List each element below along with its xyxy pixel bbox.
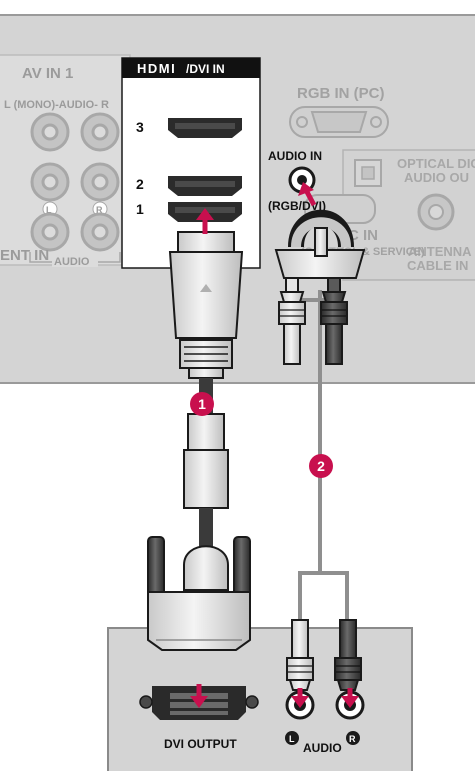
- audio-left-insert-arrow: [291, 688, 309, 708]
- hdmi-port-2: [168, 176, 242, 196]
- antenna-label-2: CABLE IN: [407, 258, 468, 273]
- pc-audio-plug-red: [334, 619, 362, 691]
- rgb-in-group: RGB IN (PC): [289, 85, 389, 138]
- step-marker-1: 1: [190, 392, 214, 416]
- rs232-label-1: C IN: [348, 227, 378, 244]
- step-2-number: 2: [317, 458, 325, 474]
- antenna-jack: [417, 193, 455, 231]
- pc-audio-left-badge: L: [285, 731, 299, 745]
- audio-right-insert-arrow: [341, 688, 359, 708]
- insertion-arrows: [190, 182, 359, 708]
- right-badge-letter: R: [349, 734, 356, 744]
- av-jack: [80, 162, 120, 202]
- optical-label-2: AUDIO OU: [404, 170, 469, 185]
- component-in-label: ENT IN: [0, 247, 49, 264]
- audio-group-label: AUDIO: [54, 256, 90, 268]
- hdmi-insert-arrow: [196, 208, 214, 234]
- dvi-plug: [147, 536, 251, 651]
- av-jack: [30, 212, 70, 252]
- audio-l-badge: L: [46, 205, 52, 215]
- optical-label-1: OPTICAL DIG: [397, 156, 475, 171]
- pc-audio-label: AUDIO: [303, 741, 342, 755]
- hdmi-port-label-2: 2: [136, 176, 144, 192]
- dvi-output-insert-arrow: [190, 684, 208, 708]
- rgb-in-label: RGB IN (PC): [297, 85, 385, 102]
- av-in-label: AV IN 1: [22, 65, 73, 82]
- av-in-1-group: AV IN 1 L (MONO)-AUDIO- R L R: [0, 65, 121, 268]
- audio-in-title: AUDIO IN: [268, 149, 322, 163]
- antenna-label-1: ANTENNA: [408, 244, 472, 259]
- pc-audio-plug-white: [286, 619, 314, 691]
- hdmi-dvi-cable: [168, 231, 244, 548]
- av-jack: [80, 112, 120, 152]
- audio-y-cable: [274, 209, 366, 622]
- left-badge-letter: L: [289, 734, 295, 744]
- mono-audio-label: L (MONO)-AUDIO- R: [4, 99, 109, 111]
- pc-audio-right-badge: R: [346, 731, 360, 745]
- av-jack: [30, 112, 70, 152]
- step-marker-2: 2: [309, 454, 333, 478]
- audio-r-badge: R: [96, 205, 103, 215]
- av-jack: [80, 212, 120, 252]
- hdmi-port-label-1: 1: [136, 201, 144, 217]
- hdmi-suffix: /DVI IN: [186, 62, 225, 76]
- av-jack: [30, 162, 70, 202]
- audio-in-insert-arrow: [298, 182, 317, 207]
- step-1-number: 1: [198, 396, 206, 412]
- hdmi-port-label-3: 3: [136, 119, 144, 135]
- hdmi-logo: HDMI: [137, 61, 176, 76]
- dvi-output-label: DVI OUTPUT: [164, 737, 237, 751]
- hdmi-port-3: [168, 118, 242, 138]
